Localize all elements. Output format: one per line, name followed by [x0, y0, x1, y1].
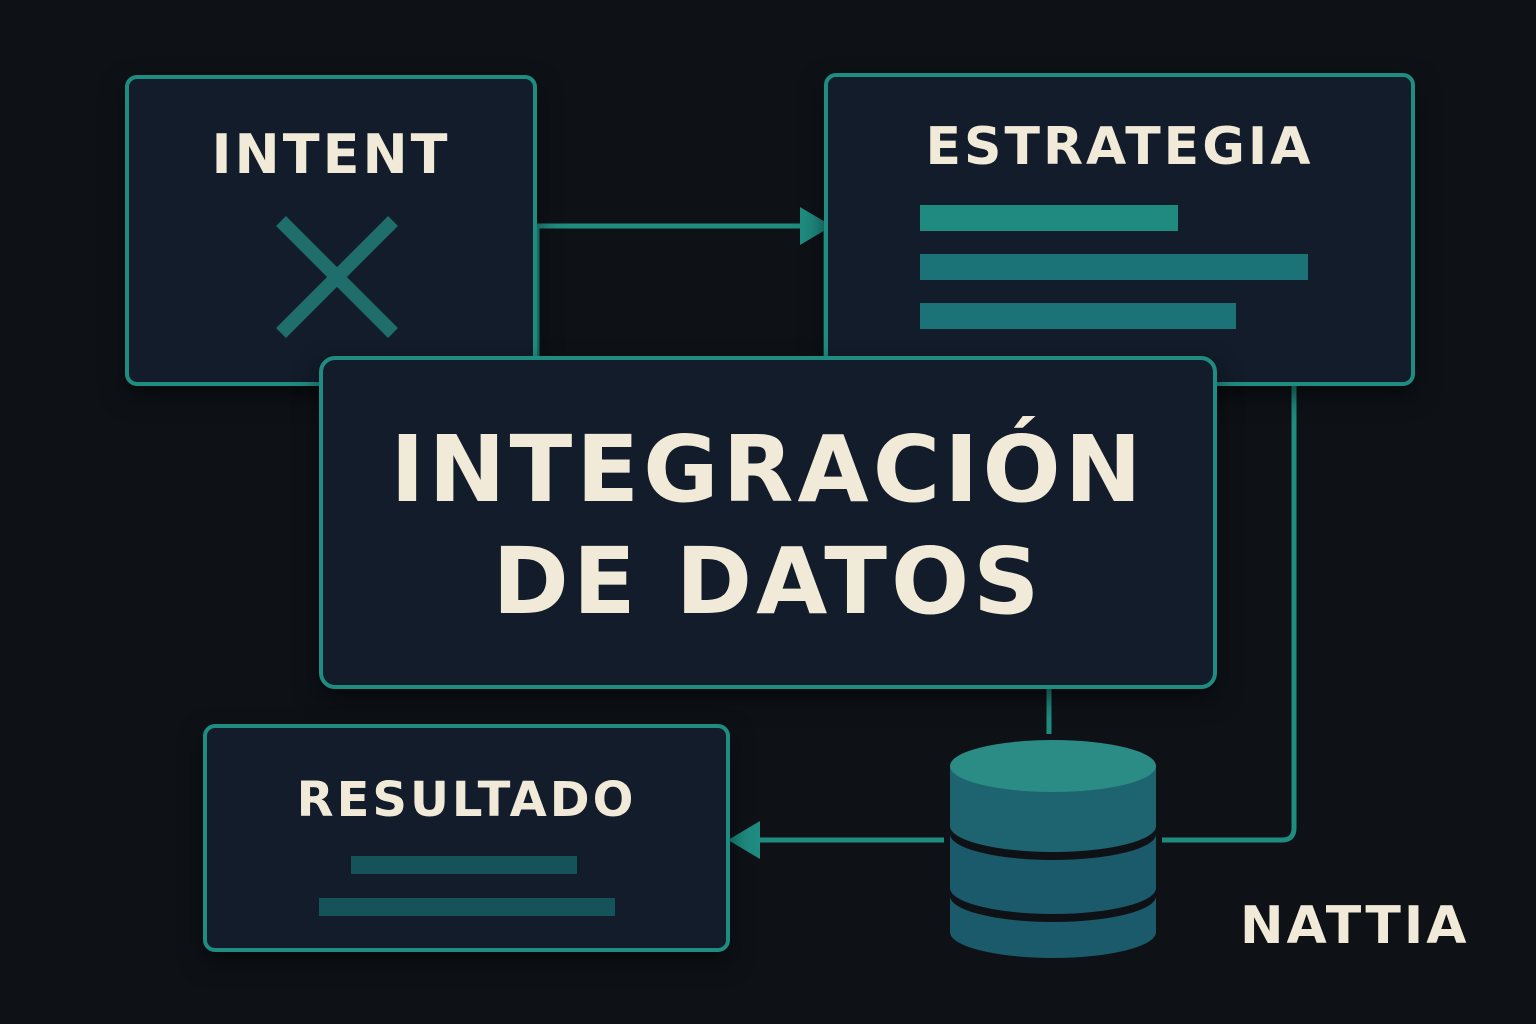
arrowhead-strategy [800, 207, 832, 245]
main-box: INTEGRACIÓN DE DATOS [319, 356, 1217, 689]
connector-strategy-to-database [1162, 386, 1297, 843]
brand-label: NATTIA [1240, 896, 1470, 956]
result-box: RESULTADO [203, 724, 730, 952]
strategy-box: ESTRATEGIA [824, 73, 1415, 386]
result-title: RESULTADO [296, 772, 637, 828]
database-icon [950, 740, 1156, 958]
main-title: INTEGRACIÓN DE DATOS [323, 414, 1213, 638]
intent-title: INTENT [211, 123, 451, 186]
result-bar-1 [351, 856, 577, 874]
main-title-line-2: DE DATOS [492, 528, 1044, 635]
result-bar-2 [319, 898, 615, 916]
main-title-line-1: INTEGRACIÓN [390, 416, 1146, 523]
arrowhead-result [728, 821, 760, 859]
strategy-title: ESTRATEGIA [925, 117, 1314, 177]
x-icon [276, 216, 398, 338]
strategy-bar-2 [920, 254, 1308, 280]
strategy-bar-1 [920, 205, 1178, 231]
strategy-bar-3 [920, 303, 1236, 329]
intent-box: INTENT [125, 75, 537, 386]
